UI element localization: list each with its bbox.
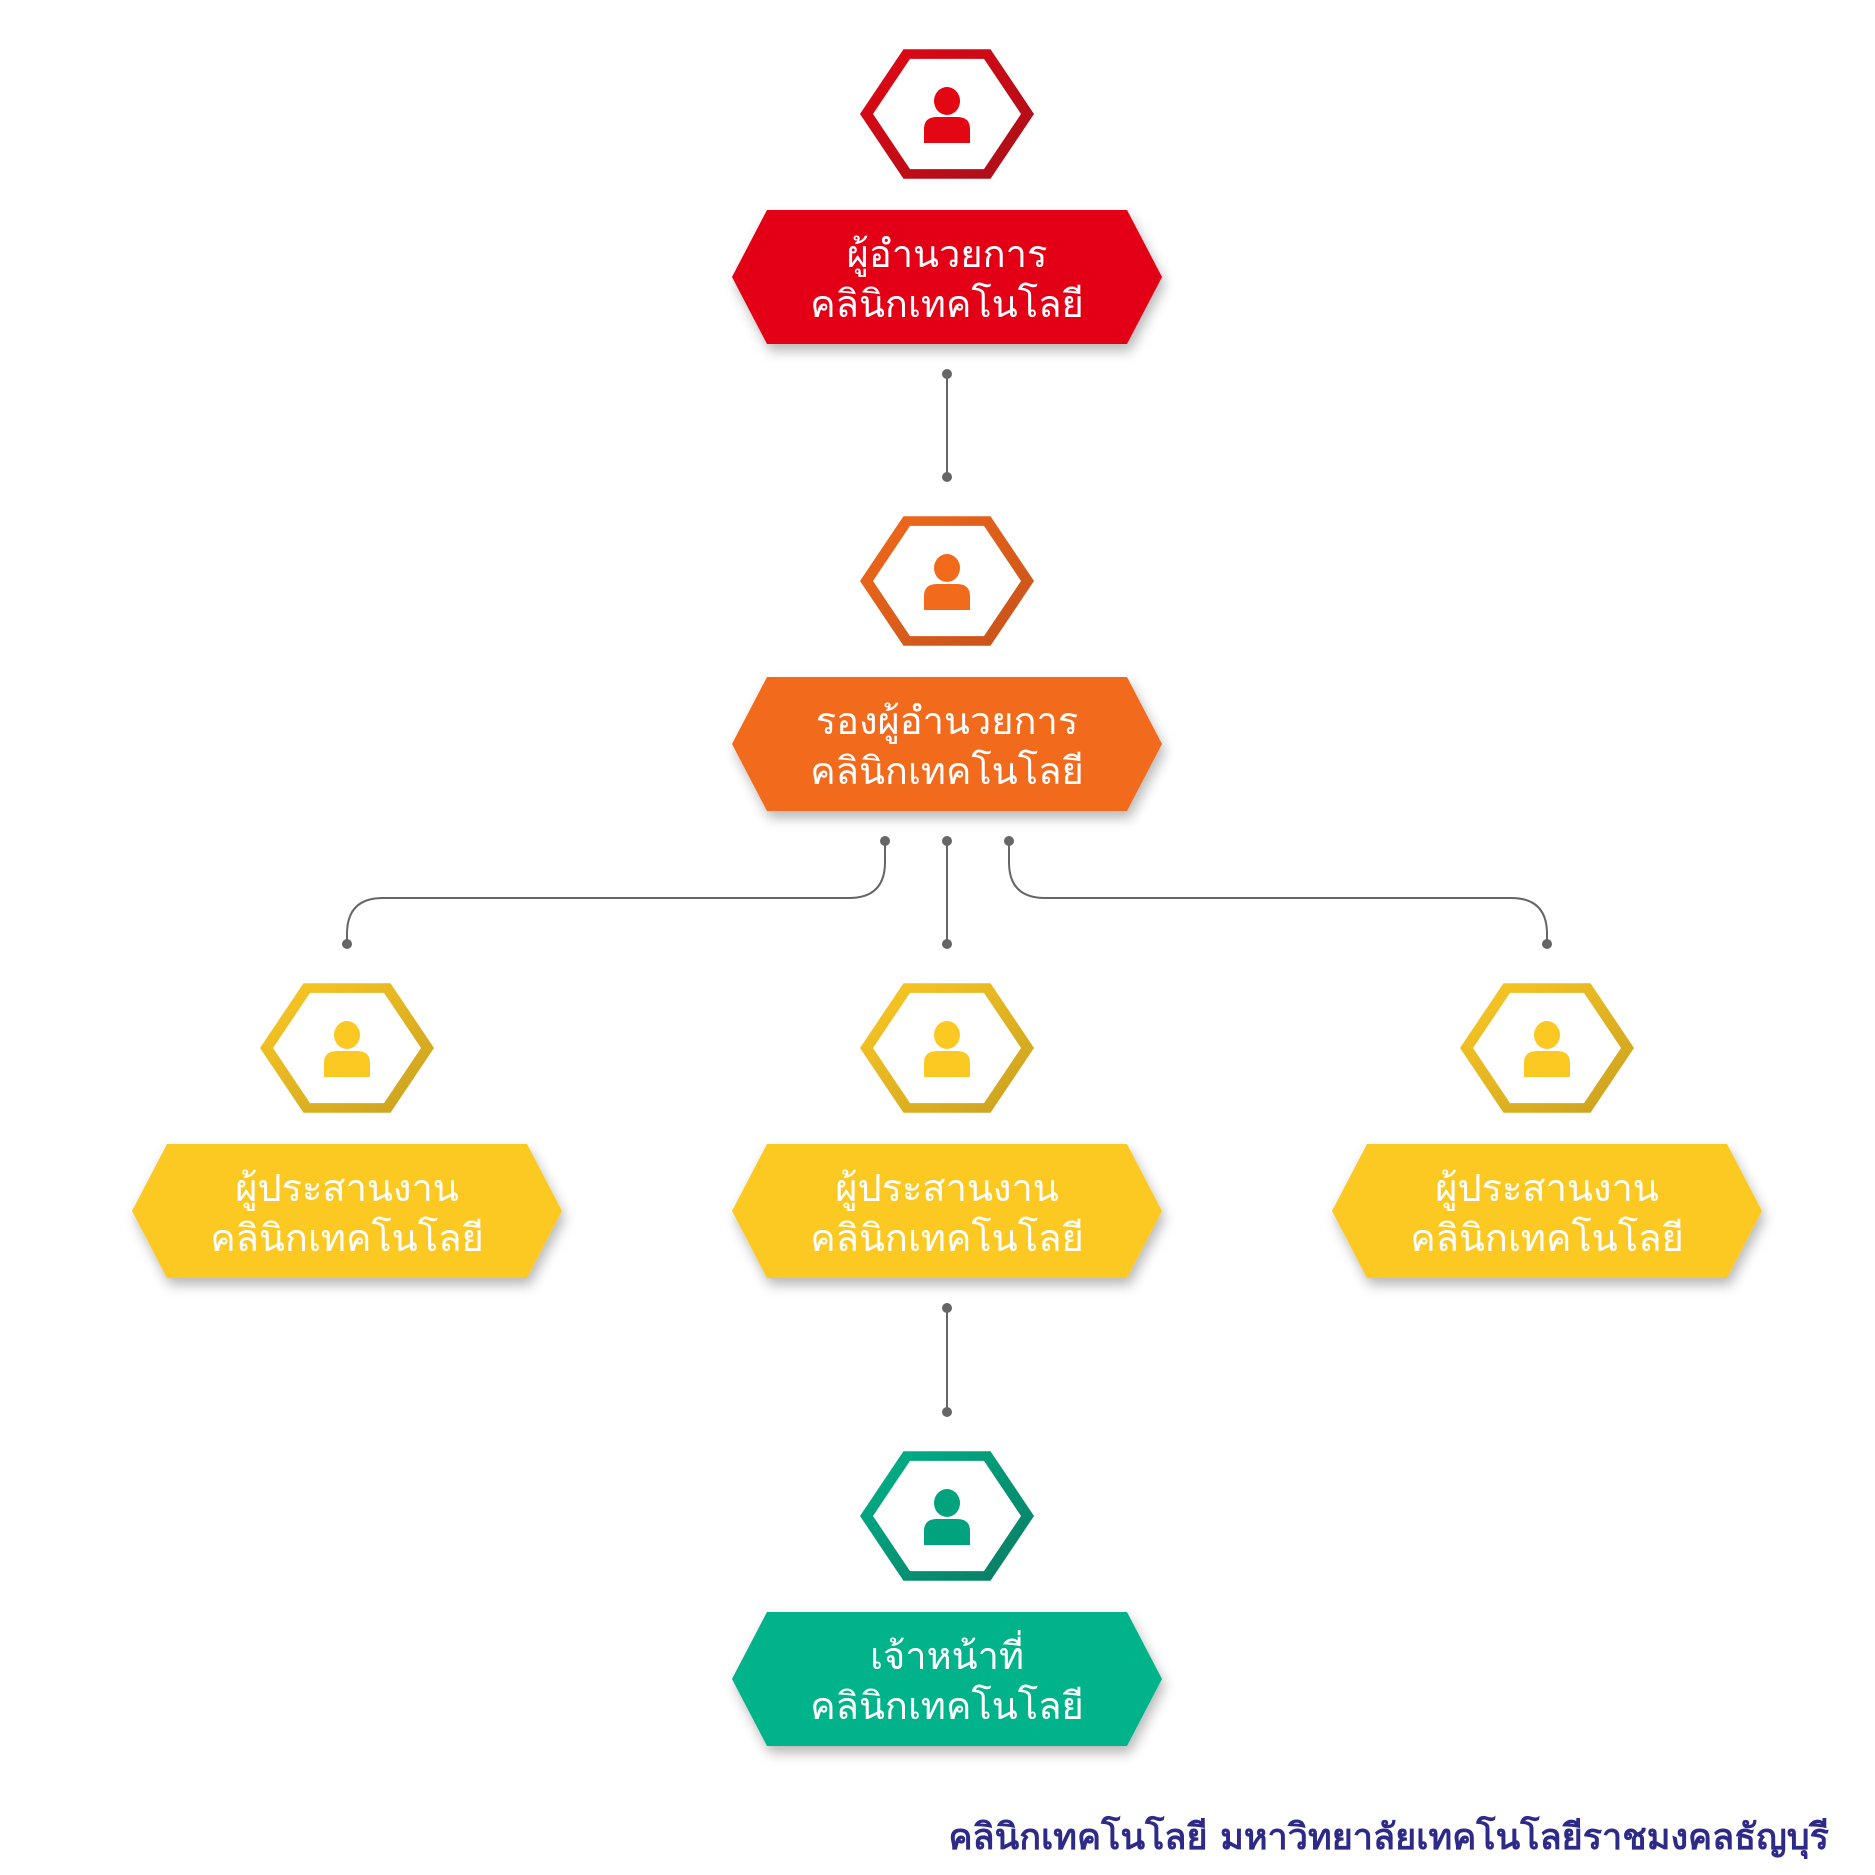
person-icon xyxy=(924,87,970,143)
label-banner xyxy=(732,210,1162,344)
connector-dot xyxy=(880,836,890,846)
connector-dot xyxy=(1542,939,1552,949)
label-banner xyxy=(132,1144,562,1278)
node-title-line-1: เจ้าหน้าที่ xyxy=(870,1630,1024,1678)
connector-dot xyxy=(942,1303,952,1313)
person-icon xyxy=(924,1489,970,1545)
person-icon xyxy=(1524,1021,1570,1077)
node-title-line-2: คลินิกเทคโนโลยี xyxy=(210,1216,484,1260)
connector-dot xyxy=(942,369,952,379)
connector-dot xyxy=(942,939,952,949)
node-title-line-2: คลินิกเทคโนโลยี xyxy=(1410,1216,1684,1260)
connector-dot xyxy=(1004,836,1014,846)
person-icon xyxy=(924,554,970,610)
connector-dot xyxy=(942,1407,952,1417)
connector-deputy-coord-right xyxy=(1004,836,1552,949)
connector-director-deputy xyxy=(942,369,952,482)
connector-line xyxy=(346,841,886,944)
node-title-line-1: ผู้อำนวยการ xyxy=(847,232,1048,277)
node-staff: เจ้าหน้าที่คลินิกเทคโนโลยี xyxy=(732,1451,1162,1746)
node-title-line-1: ผู้ประสานงาน xyxy=(235,1166,459,1211)
connector-dot xyxy=(942,472,952,482)
connector-dot xyxy=(342,939,352,949)
node-title-line-2: คลินิกเทคโนโลยี xyxy=(810,1216,1084,1260)
label-banner xyxy=(732,677,1162,811)
node-title-line-2: คลินิกเทคโนโลยี xyxy=(810,749,1084,793)
label-banner xyxy=(732,1144,1162,1278)
node-title-line-1: ผู้ประสานงาน xyxy=(1435,1166,1659,1211)
node-title-line-1: รองผู้อำนวยการ xyxy=(816,699,1079,744)
connector-deputy-coord-center xyxy=(942,836,952,949)
node-title-line-2: คลินิกเทคโนโลยี xyxy=(810,282,1084,326)
connector-line xyxy=(1008,841,1548,944)
node-title-line-2: คลินิกเทคโนโลยี xyxy=(810,1684,1084,1728)
nodes-layer: ผู้อำนวยการคลินิกเทคโนโลยีรองผู้อำนวยการ… xyxy=(132,49,1762,1746)
connector-deputy-coord-left xyxy=(342,836,890,949)
person-icon xyxy=(324,1021,370,1077)
connector-layer xyxy=(342,369,1552,1417)
footer-caption: คลินิกเทคโนโลยี มหาวิทยาลัยเทคโนโลยีราชม… xyxy=(948,1817,1829,1858)
connector-coord-center-staff xyxy=(942,1303,952,1417)
person-icon xyxy=(924,1021,970,1077)
label-banner xyxy=(732,1612,1162,1746)
label-banner xyxy=(1332,1144,1762,1278)
connector-dot xyxy=(942,836,952,846)
node-title-line-1: ผู้ประสานงาน xyxy=(835,1166,1059,1211)
